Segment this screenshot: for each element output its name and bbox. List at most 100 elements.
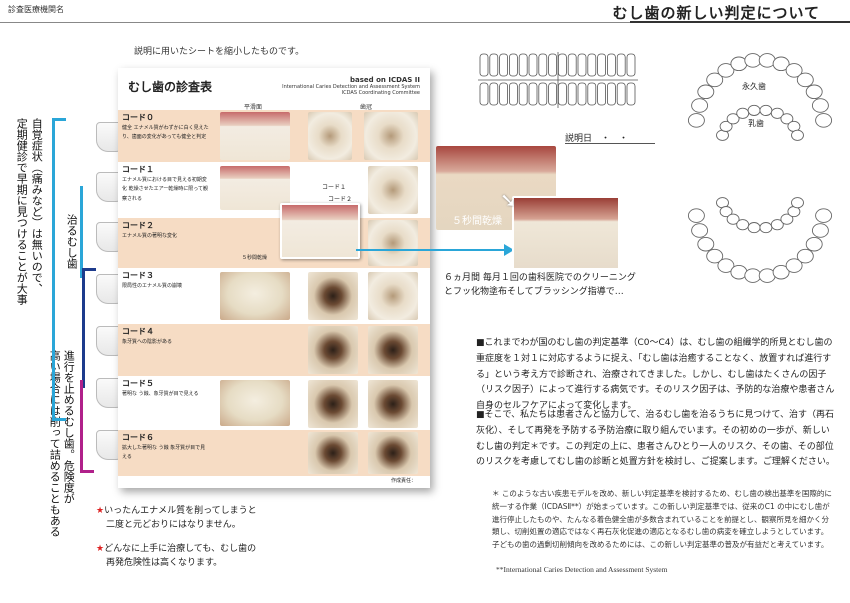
code-label: コード３ [122, 271, 154, 280]
tooth-outline [616, 82, 626, 106]
arch-tooth [717, 258, 735, 273]
tooth-outline [558, 82, 567, 106]
tooth-photo [364, 112, 418, 160]
code-label: コード０ [122, 113, 154, 122]
tooth-outline [587, 82, 597, 106]
chart-based-sub2: ICDAS Coordinating Committee [341, 90, 420, 97]
chart-based-on: based on ICDAS II [350, 76, 420, 84]
warning-1: ★いったんエナメル質を削ってしまうと 二度と元どおりにはなりません。 [96, 504, 257, 533]
tooth-outline [489, 82, 499, 106]
paragraph-2: ■そこで、私たちは患者さんと協力して、治るむし歯を治るうちに見つけて、治す（再石… [476, 410, 835, 468]
tooth-outline [567, 82, 577, 106]
arch-tooth [744, 53, 762, 68]
tooth-outline [518, 53, 528, 77]
callout-code1: コード１ [322, 184, 347, 191]
warning-1-line1: いったんエナメル質を削ってしまうと [104, 506, 257, 516]
arch-tooth [791, 129, 804, 141]
tooth-outline [499, 53, 509, 77]
tooth-outline [508, 53, 518, 77]
code-row: コード６ 拡大した著明な う蝕 象牙質が目で見える [118, 430, 430, 476]
tooth-outline [626, 82, 636, 106]
bracket-navy [82, 268, 85, 388]
bracket-magenta [80, 380, 83, 472]
arch-tooth [780, 213, 794, 225]
bracket-blue-main [52, 118, 55, 420]
tooth-outline [518, 82, 528, 106]
air-dry-label: ５秒間乾燥 [452, 216, 502, 227]
header-divider-bold [630, 21, 850, 23]
tooth-photo [308, 380, 358, 428]
arch-tooth [687, 113, 705, 128]
tooth-photo [368, 326, 418, 374]
code-desc: エナメル質における目で見える初期変化 乾燥させたエアー乾燥時に限って観察される [122, 177, 209, 202]
tooth-outline [606, 82, 616, 106]
code-label: コード６ [122, 433, 154, 442]
chart-title: むし歯の診査表 [128, 80, 213, 94]
bracket-navy-tick [82, 268, 96, 271]
tooth-photo [368, 166, 418, 214]
arch-tooth [744, 268, 762, 283]
page-title: むし歯の新しい判定について [612, 4, 820, 22]
symptom-text-2: 定期健診で早期に見つけることが大事 [15, 118, 29, 305]
arch-tooth [691, 223, 709, 238]
after-photo [512, 196, 620, 270]
caries-exam-chart: むし歯の診査表 based on ICDAS II International … [118, 68, 430, 488]
code-desc: エナメル質の著明な変化 [122, 233, 178, 240]
arch-tooth [796, 72, 814, 88]
code-desc: 拡大した著明な う蝕 象牙質が目で見える [122, 445, 206, 461]
code-label: コード１ [122, 165, 154, 174]
arch-diagram [687, 53, 833, 283]
arch-tooth [780, 113, 794, 125]
arrest-caries-text-1: 進行を止めるむし歯。危険度が [62, 350, 76, 504]
arch-tooth [811, 98, 829, 113]
arch-tooth [785, 258, 803, 273]
chart-based-sub1: International Caries Detection and Asses… [282, 84, 420, 91]
explain-date: 説明日 ・ ・ [565, 131, 628, 144]
cleaning-caption: ６ヵ月間 毎月１回の歯科医院でのクリーニング とフッ化物塗布そしてブラッシング指… [444, 272, 636, 299]
code-label: コード５ [122, 379, 154, 388]
tooth-photo [368, 272, 418, 320]
footnote-source: **International Caries Detection and Ass… [496, 565, 668, 574]
tooth-photo [308, 112, 352, 160]
arch-tooth [759, 104, 773, 116]
warning-2: ★どんなに上手に治療しても、むし歯の 再発危険性は高くなります。 [96, 542, 256, 571]
callout-code2: コード２ [328, 196, 353, 203]
tooth-outline [558, 53, 567, 77]
tooth-photo [308, 432, 358, 474]
arrest-caries-text-2: 高い場合には削って詰めることもある [48, 350, 62, 537]
arch-tooth [697, 236, 715, 252]
arch-tooth [706, 248, 724, 264]
bracket-magenta-tick [80, 470, 94, 473]
arch-tooth [747, 104, 761, 116]
arch-tooth [687, 208, 705, 223]
tooth-outline [489, 53, 499, 77]
arch-tooth [726, 113, 740, 125]
bracket-blue-top [52, 118, 66, 121]
arch-tooth [770, 107, 784, 119]
bracket-heal [80, 186, 83, 278]
cleaning-caption-line2: とフッ化物塗布そしてブラッシング指導で… [444, 286, 624, 297]
arch-tooth [706, 72, 724, 88]
connector-arrow [356, 249, 506, 251]
arch-tooth [815, 113, 833, 128]
warning-2-line1: どんなに上手に治療しても、むし歯の [104, 544, 257, 554]
tooth-outline [479, 53, 489, 77]
cleaning-caption-line1: ６ヵ月間 毎月１回の歯科医院でのクリーニング [444, 273, 636, 283]
tooth-outline [528, 82, 538, 106]
tooth-outline [616, 53, 626, 77]
tooth-outline [499, 82, 509, 106]
code-row: コード１ エナメル質における目で見える初期変化 乾燥させたエアー乾燥時に限って観察… [118, 162, 430, 218]
star-icon: ★ [96, 506, 105, 516]
sheet-caption: 説明に用いたシートを縮小したものです。 [134, 47, 305, 57]
arch-tooth [717, 63, 735, 78]
code-label: コード２ [122, 221, 154, 230]
arch-tooth [785, 63, 803, 78]
tooth-photo [220, 272, 290, 320]
tooth-outline [508, 82, 518, 106]
arch-tooth [770, 219, 784, 231]
tooth-outline [626, 53, 636, 77]
explain-date-label: 説明日 ・ ・ [565, 134, 629, 144]
